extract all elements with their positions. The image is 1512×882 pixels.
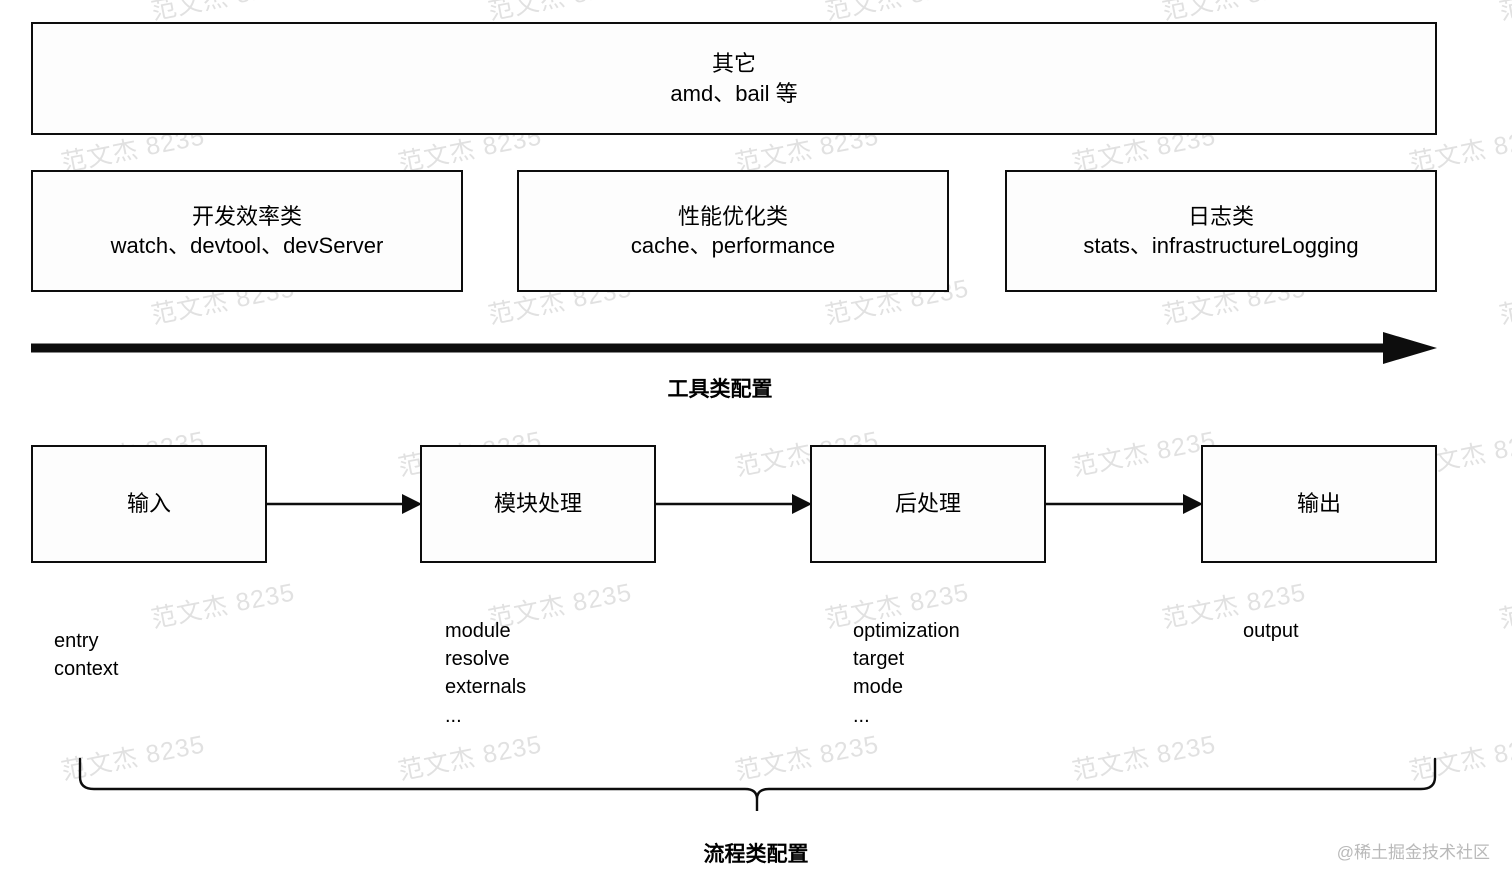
watermark-text: 范文杰 8235 xyxy=(148,876,298,882)
tool-arrow-label: 工具类配置 xyxy=(667,378,773,401)
watermark-text: 范文杰 8235 xyxy=(1496,876,1512,882)
flow-stage-label: 后处理 xyxy=(894,491,961,517)
category-box-other: 其它 amd、bail 等 xyxy=(31,22,1437,135)
option-item: context xyxy=(54,658,119,680)
watermark-text: 范文杰 8235 xyxy=(822,876,972,882)
option-item: output xyxy=(1243,620,1299,642)
watermark-text: 范文杰 8235 xyxy=(1159,876,1309,882)
arrow-right-icon xyxy=(266,494,422,514)
flow-stage-output: 输出 xyxy=(1201,445,1437,563)
flow-stage-input: 输入 xyxy=(31,445,267,563)
category-items: cache、performance xyxy=(630,233,836,258)
curly-brace-icon xyxy=(78,757,1437,811)
option-item: target xyxy=(853,648,905,670)
watermark-text: 范文杰 8235 xyxy=(485,876,635,882)
arrow-right-icon xyxy=(1045,494,1203,514)
flow-stage-module-processing: 模块处理 xyxy=(420,445,656,563)
category-box-dev-efficiency: 开发效率类 watch、devtool、devServer xyxy=(31,170,463,292)
watermark-credit: @稀土掘金技术社区 xyxy=(1336,843,1490,862)
category-heading: 其它 xyxy=(711,51,756,77)
flow-stage-label: 模块处理 xyxy=(493,491,582,517)
category-heading: 日志类 xyxy=(1187,203,1254,229)
category-heading: 开发效率类 xyxy=(191,203,302,229)
flow-stage-label: 输入 xyxy=(126,491,171,517)
flow-stage-label: 输出 xyxy=(1296,491,1341,517)
watermark-text: 范文杰 8235 xyxy=(1497,274,1512,330)
option-ellipsis: ... xyxy=(853,705,870,727)
category-items: watch、devtool、devServer xyxy=(110,233,384,258)
option-ellipsis: ... xyxy=(445,705,462,727)
option-list-post-processing: optimization target mode ... xyxy=(853,617,960,730)
option-list-output: output xyxy=(1243,617,1299,645)
brace-label: 流程类配置 xyxy=(703,843,809,866)
watermark-text: 范文杰 8235 xyxy=(1070,426,1219,482)
option-list-module-processing: module resolve externals ... xyxy=(445,617,526,730)
option-item: externals xyxy=(445,676,527,698)
watermark-text: 范文杰 8235 xyxy=(1497,578,1512,634)
arrow-right-icon xyxy=(655,494,812,514)
option-item: mode xyxy=(853,676,904,698)
flow-stage-post-processing: 后处理 xyxy=(810,445,1046,563)
option-list-input: entry context xyxy=(54,627,118,683)
category-items: amd、bail 等 xyxy=(670,80,798,106)
option-item: optimization xyxy=(853,620,960,642)
category-box-logging: 日志类 stats、infrastructureLogging xyxy=(1005,170,1437,292)
watermark-text: 范文杰 8235 xyxy=(1496,0,1512,28)
option-item: entry xyxy=(54,630,99,652)
option-item: module xyxy=(445,620,511,642)
category-heading: 性能优化类 xyxy=(677,203,788,229)
option-item: resolve xyxy=(445,648,510,670)
category-box-performance: 性能优化类 cache、performance xyxy=(517,170,949,292)
right-arrow-icon xyxy=(31,332,1437,364)
watermark-text: 范文杰 8235 xyxy=(149,578,298,634)
category-items: stats、infrastructureLogging xyxy=(1083,233,1359,258)
